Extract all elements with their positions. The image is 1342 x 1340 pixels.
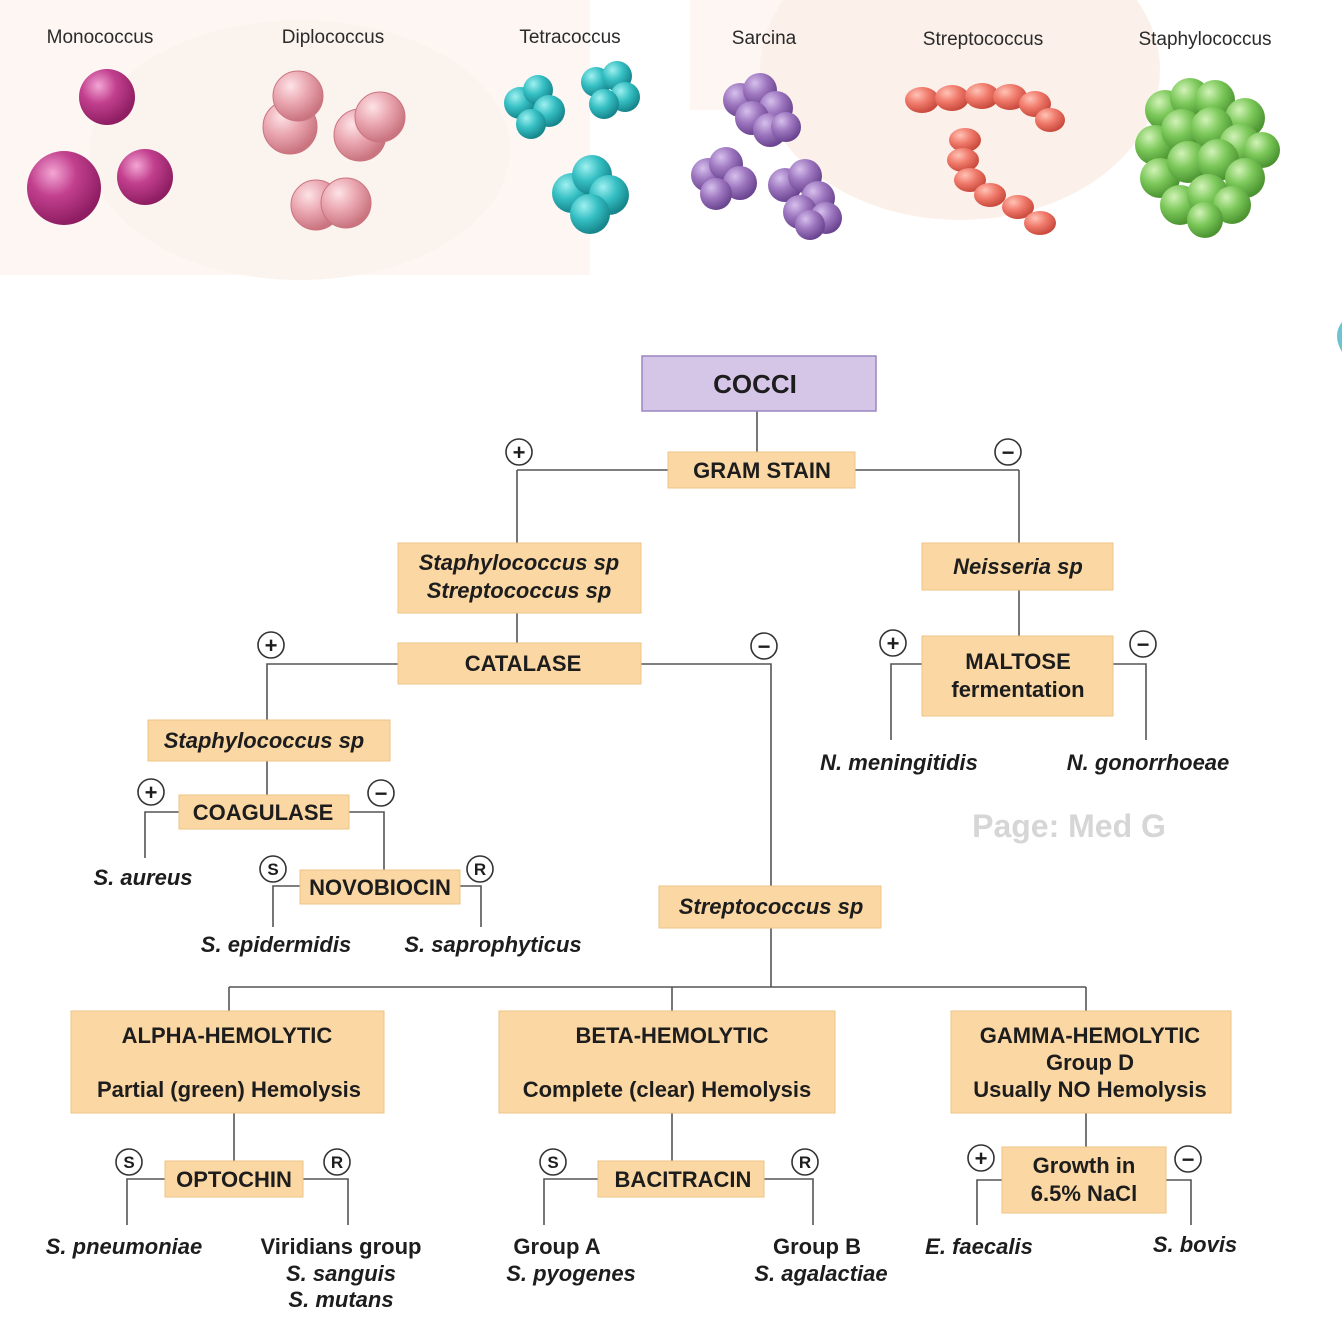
viridans-group-label: Viridians group <box>261 1234 422 1259</box>
s-epidermidis-label: S. epidermidis <box>201 932 351 957</box>
streptococcus-box-label: Streptococcus sp <box>679 894 864 919</box>
beta-hemolytic-box <box>498 1010 836 1114</box>
connector-lines <box>126 411 1192 1225</box>
tetracoccus-label: Tetracoccus <box>519 27 620 48</box>
beta-hemolytic-title: BETA-HEMOLYTIC <box>575 1023 768 1048</box>
diplococcus-illustration <box>262 70 406 231</box>
coagulase-positive-sign: + <box>145 780 158 805</box>
gram-positive-group-line2: Streptococcus sp <box>427 578 612 603</box>
e-faecalis-label: E. faecalis <box>925 1234 1033 1259</box>
group-b-label: Group B <box>773 1234 861 1259</box>
coagulase-negative-sign: − <box>375 781 388 806</box>
beta-hemolytic-desc: Complete (clear) Hemolysis <box>523 1077 812 1102</box>
maltose-negative-sign: − <box>1137 632 1150 657</box>
gram-stain-box <box>667 451 856 489</box>
catalase-box <box>397 642 642 685</box>
monococcus-illustration <box>27 69 173 225</box>
s-bovis-label: S. bovis <box>1153 1232 1237 1257</box>
nacl-line2: 6.5% NaCl <box>1031 1181 1137 1206</box>
staphylococcus-label: Staphylococcus <box>1138 29 1271 50</box>
s-aureus-label: S. aureus <box>93 865 192 890</box>
optochin-resistant-sign: R <box>331 1153 343 1172</box>
s-pneumoniae-label: S. pneumoniae <box>46 1234 202 1259</box>
coagulase-box <box>178 794 350 830</box>
gamma-hemolytic-box <box>950 1010 1232 1114</box>
monococcus-label: Monococcus <box>47 27 154 48</box>
nacl-positive-sign: + <box>975 1146 988 1171</box>
gram-positive-sign: + <box>513 440 526 465</box>
novobiocin-sensitive-sign: S <box>267 860 278 879</box>
bacitracin-resistant-sign: R <box>799 1153 811 1172</box>
catalase-negative-sign: − <box>758 634 771 659</box>
streptococcus-illustration <box>905 83 1065 235</box>
s-agalactiae-label: S. agalactiae <box>754 1261 887 1286</box>
staphylococcus-box-label: Staphylococcus sp <box>164 728 365 753</box>
novobiocin-resistant-sign: R <box>474 860 486 879</box>
catalase-label: CATALASE <box>465 651 582 676</box>
alpha-hemolytic-box <box>70 1010 385 1114</box>
maltose-box <box>921 635 1114 717</box>
sarcina-illustration <box>691 73 842 240</box>
gamma-hemolytic-desc: Usually NO Hemolysis <box>973 1077 1207 1102</box>
alpha-hemolytic-title: ALPHA-HEMOLYTIC <box>122 1023 333 1048</box>
gram-stain-label: GRAM STAIN <box>693 458 831 483</box>
catalase-positive-sign: + <box>265 633 278 658</box>
root-box <box>641 355 877 412</box>
sign-circles <box>115 438 1202 1176</box>
header-background <box>0 0 1160 280</box>
alpha-hemolytic-desc: Partial (green) Hemolysis <box>97 1077 361 1102</box>
tetracoccus-illustration <box>504 61 640 234</box>
staphylococcus-box <box>147 719 391 762</box>
n-meningitidis-label: N. meningitidis <box>820 750 978 775</box>
nacl-negative-sign: − <box>1182 1147 1195 1172</box>
streptococcus-label: Streptococcus <box>923 29 1043 50</box>
s-sanguis-label: S. sanguis <box>286 1261 396 1286</box>
nacl-box <box>1001 1146 1167 1214</box>
edge-decoration <box>1337 322 1342 352</box>
diplococcus-label: Diplococcus <box>282 27 384 48</box>
maltose-positive-sign: + <box>887 631 900 656</box>
bacitracin-box <box>597 1160 765 1198</box>
s-saprophyticus-label: S. saprophyticus <box>404 932 581 957</box>
bacitracin-label: BACITRACIN <box>615 1167 752 1192</box>
root-label: COCCI <box>713 369 797 399</box>
nacl-line1: Growth in <box>1033 1153 1136 1178</box>
streptococcus-box <box>658 885 882 929</box>
maltose-line1: MALTOSE <box>965 649 1071 674</box>
gamma-hemolytic-title: GAMMA-HEMOLYTIC <box>980 1023 1201 1048</box>
optochin-label: OPTOCHIN <box>176 1167 292 1192</box>
gamma-hemolytic-group: Group D <box>1046 1050 1134 1075</box>
watermark: Page: Med G <box>972 808 1166 844</box>
neisseria-label: Neisseria sp <box>953 554 1083 579</box>
optochin-box <box>164 1160 304 1198</box>
coagulase-label: COAGULASE <box>193 800 334 825</box>
optochin-sensitive-sign: S <box>123 1153 134 1172</box>
gram-positive-group-line1: Staphylococcus sp <box>419 550 620 575</box>
neisseria-box <box>921 542 1114 591</box>
novobiocin-box <box>299 869 461 905</box>
novobiocin-label: NOVOBIOCIN <box>309 875 451 900</box>
bacitracin-sensitive-sign: S <box>547 1153 558 1172</box>
group-a-label: Group A <box>513 1234 600 1259</box>
n-gonorrhoeae-label: N. gonorrhoeae <box>1067 750 1230 775</box>
maltose-line2: fermentation <box>951 677 1084 702</box>
gram-positive-group-box <box>397 542 642 614</box>
staphylococcus-illustration <box>1135 78 1280 238</box>
gram-negative-sign: − <box>1002 440 1015 465</box>
sarcina-label: Sarcina <box>732 28 797 49</box>
s-mutans-label: S. mutans <box>288 1287 393 1312</box>
s-pyogenes-label: S. pyogenes <box>506 1261 636 1286</box>
